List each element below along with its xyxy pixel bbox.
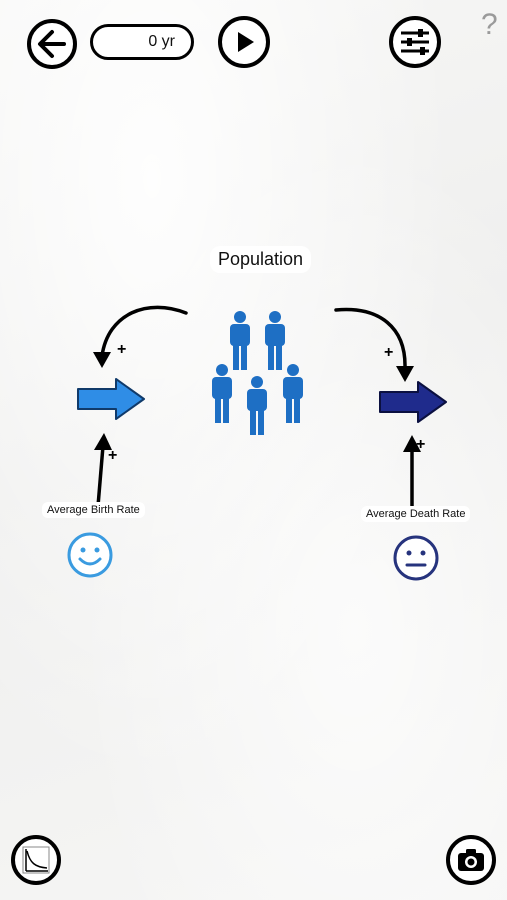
population-people-icon[interactable] bbox=[204, 308, 314, 438]
birth-rate-arrow bbox=[94, 433, 112, 508]
birth-flow-arrow[interactable] bbox=[76, 376, 148, 422]
neutral-face-icon[interactable] bbox=[391, 533, 441, 583]
play-icon bbox=[238, 32, 254, 52]
population-label: Population bbox=[210, 246, 312, 273]
plus-sign-death-rate: + bbox=[416, 436, 426, 453]
smiley-face-icon[interactable] bbox=[65, 530, 115, 580]
birth-rate-label: Average Birth Rate bbox=[42, 502, 145, 518]
help-icon[interactable]: ? bbox=[481, 8, 498, 41]
feedback-arrow-right bbox=[334, 307, 414, 382]
feedback-arrow-left bbox=[93, 305, 188, 368]
camera-button[interactable] bbox=[446, 835, 496, 885]
death-rate-arrow bbox=[403, 435, 421, 510]
death-rate-label: Average Death Rate bbox=[361, 506, 471, 522]
graph-icon bbox=[22, 846, 50, 874]
camera-icon bbox=[458, 849, 484, 871]
settings-button[interactable] bbox=[389, 16, 441, 68]
death-flow-arrow[interactable] bbox=[378, 379, 450, 425]
back-button[interactable] bbox=[27, 19, 77, 69]
plus-sign-left-loop: + bbox=[117, 341, 127, 358]
time-display: 0 yr bbox=[90, 24, 194, 60]
sliders-icon bbox=[401, 29, 429, 55]
back-arrow-icon bbox=[38, 30, 66, 58]
plus-sign-birth-rate: + bbox=[108, 447, 118, 464]
time-value: 0 yr bbox=[148, 33, 175, 50]
plus-sign-right-loop: + bbox=[384, 344, 394, 361]
graph-button[interactable] bbox=[11, 835, 61, 885]
play-button[interactable] bbox=[218, 16, 270, 68]
